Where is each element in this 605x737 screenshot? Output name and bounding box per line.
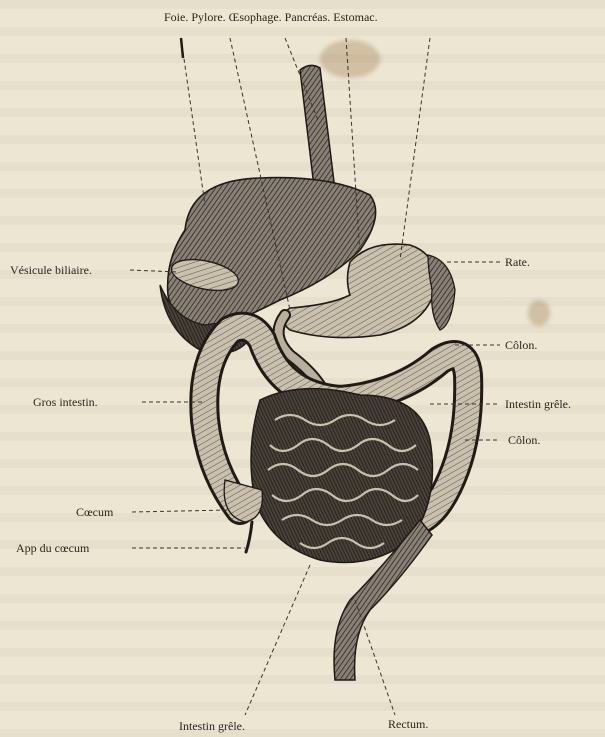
label-top-organs: Foie. Pylore. Œsophage. Pancréas. Estoma… <box>164 10 378 24</box>
label-rate: Rate. <box>505 255 530 269</box>
small-intestine-shape <box>251 389 433 563</box>
spleen-shape <box>428 255 455 330</box>
esophagus-shape <box>300 65 335 195</box>
label-coecum: Cœcum <box>76 505 113 519</box>
appendix-shape <box>246 522 252 552</box>
label-intestin-grele-right: Intestin grêle. <box>505 397 571 411</box>
label-gros-intestin: Gros intestin. <box>33 395 98 409</box>
label-colon-upper: Côlon. <box>505 338 537 352</box>
label-intestin-grele-bottom: Intestin grêle. <box>179 719 245 733</box>
label-colon-lower: Côlon. <box>508 433 540 447</box>
label-vesicule-biliaire: Vésicule biliaire. <box>10 263 92 277</box>
foie-pointer-mark <box>181 38 183 58</box>
label-rectum: Rectum. <box>388 717 428 731</box>
label-appendice: App du cœcum <box>16 541 89 555</box>
